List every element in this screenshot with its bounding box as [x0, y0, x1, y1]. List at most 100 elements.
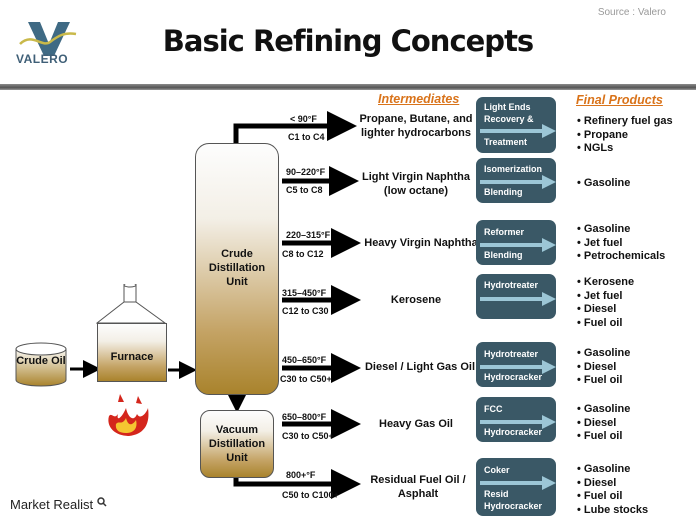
process-box-light-ends: Light Ends Recovery & Treatment — [476, 97, 556, 153]
stream-4-carbon: C12 to C30 — [282, 306, 329, 316]
product-item: Diesel — [577, 477, 648, 491]
stream-2-intermediate: Light Virgin Naphtha (low octane) — [362, 171, 470, 197]
product-item: Diesel — [577, 303, 634, 317]
furnace-unit: Furnace — [97, 323, 167, 382]
stream-1-products: Refinery fuel gas Propane NGLs — [577, 115, 673, 156]
stream-3-intermediate: Heavy Virgin Naphtha — [364, 237, 478, 249]
furnace-label: Furnace — [110, 351, 154, 363]
process-2-line-1: Isomerization — [484, 164, 543, 174]
stream-2-products: Gasoline — [577, 177, 630, 191]
stream-1-intermediate: Propane, Butane, and lighter hydrocarbon… — [359, 113, 473, 139]
watermark-text: Market Realist — [10, 497, 94, 512]
stream-3-products: Gasoline Jet fuel Petrochemicals — [577, 223, 665, 264]
stream-5-temp: 450–650°F — [282, 355, 327, 365]
stream-2-carbon: C5 to C8 — [286, 185, 323, 195]
arrow-stream-1 — [233, 111, 357, 143]
product-item: Gasoline — [577, 223, 665, 237]
product-item: Fuel oil — [577, 374, 630, 388]
product-item: Fuel oil — [577, 430, 630, 444]
vdu-label-line-2: Distillation — [208, 438, 266, 450]
stream-6-temp: 650–800°F — [282, 412, 327, 422]
process-7-line-1: Coker — [484, 465, 510, 475]
process-4-line-1: Hydrotreater — [484, 280, 539, 290]
stream-7-products: Gasoline Diesel Fuel oil Lube stocks — [577, 463, 648, 517]
product-item: Fuel oil — [577, 317, 634, 331]
product-item: Diesel — [577, 361, 630, 375]
stream-5-carbon: C30 to C50+ — [280, 374, 332, 384]
process-7-line-3: Hydrocracker — [484, 501, 543, 511]
product-item: Lube stocks — [577, 504, 648, 518]
crude-distillation-unit: Crude Distillation Unit — [195, 143, 279, 395]
stream-5-intermediate: Diesel / Light Gas Oil — [364, 361, 476, 373]
process-box-fcc-hydrocracker: FCC Hydrocracker — [476, 397, 556, 442]
process-arrow-icon — [480, 476, 556, 490]
stream-7-intermediate: Residual Fuel Oil / Asphalt — [370, 474, 466, 500]
process-3-line-2: Blending — [484, 250, 523, 260]
process-6-line-2: Hydrocracker — [484, 427, 543, 437]
vacuum-distillation-unit: Vacuum Distillation Unit — [200, 410, 274, 478]
process-5-line-1: Hydrotreater — [484, 349, 539, 359]
process-1-line-2: Recovery & — [484, 114, 534, 124]
valero-logo-icon — [14, 18, 84, 66]
process-1-line-1: Light Ends — [484, 102, 531, 112]
product-item: Kerosene — [577, 276, 634, 290]
product-item: Gasoline — [577, 403, 630, 417]
process-arrow-icon — [480, 360, 556, 374]
stream-1-carbon: C1 to C4 — [288, 132, 325, 142]
product-item: Refinery fuel gas — [577, 115, 673, 129]
product-item: Propane — [577, 129, 673, 143]
stream-7-temp: 800+°F — [286, 470, 316, 480]
stream-7-carbon: C50 to C100+ — [282, 490, 339, 500]
process-box-coker: Coker Resid Hydrocracker — [476, 458, 556, 516]
stream-6-products: Gasoline Diesel Fuel oil — [577, 403, 630, 444]
process-box-reformer: Reformer Blending — [476, 220, 556, 265]
stream-5-products: Gasoline Diesel Fuel oil — [577, 347, 630, 388]
cdu-label-line-3: Unit — [226, 276, 248, 288]
stream-6-carbon: C30 to C50+ — [282, 431, 334, 441]
process-2-line-2: Blending — [484, 187, 523, 197]
source-label: Source : Valero — [597, 7, 666, 18]
stream-3-temp: 220–315°F — [286, 230, 331, 240]
process-6-line-1: FCC — [484, 404, 503, 414]
process-arrow-icon — [480, 292, 556, 306]
product-item: Gasoline — [577, 177, 630, 191]
process-box-hydrotreater: Hydrotreater — [476, 274, 556, 319]
process-3-line-1: Reformer — [484, 227, 525, 237]
intermediates-header: Intermediates — [378, 92, 460, 106]
cdu-label-line-2: Distillation — [208, 262, 266, 274]
crude-oil-label: Crude Oil — [16, 355, 66, 367]
process-1-line-3: Treatment — [484, 137, 528, 147]
flame-icon — [108, 394, 149, 436]
stream-2-temp: 90–220°F — [286, 167, 326, 177]
cdu-label-line-1: Crude — [221, 248, 253, 260]
stream-6-intermediate: Heavy Gas Oil — [379, 418, 453, 430]
product-item: Fuel oil — [577, 490, 648, 504]
page-title: Basic Refining Concepts — [162, 24, 534, 58]
process-7-line-2: Resid — [484, 489, 509, 499]
product-item: Petrochemicals — [577, 250, 665, 264]
process-arrow-icon — [480, 124, 556, 138]
stream-3-carbon: C8 to C12 — [282, 249, 324, 259]
product-item: Gasoline — [577, 463, 648, 477]
product-item: Diesel — [577, 417, 630, 431]
final-products-header: Final Products — [576, 93, 663, 107]
arrow-stream-7 — [233, 469, 361, 499]
vdu-label-line-1: Vacuum — [215, 424, 259, 436]
header-divider — [0, 84, 696, 90]
process-arrow-icon — [480, 175, 556, 189]
process-arrow-icon — [480, 238, 556, 252]
vdu-label-line-3: Unit — [226, 452, 248, 464]
product-item: Gasoline — [577, 347, 630, 361]
process-5-line-2: Hydrocracker — [484, 372, 543, 382]
product-item: Jet fuel — [577, 290, 634, 304]
logo-text: VALERO — [16, 52, 69, 66]
magnifier-icon — [96, 497, 107, 507]
stream-1-temp: < 90°F — [290, 114, 317, 124]
furnace-stack — [96, 284, 166, 324]
process-arrow-icon — [480, 415, 556, 429]
product-item: Jet fuel — [577, 237, 665, 251]
crude-oil-tank: Crude Oil — [15, 342, 67, 387]
product-item: NGLs — [577, 142, 673, 156]
process-box-isomerization: Isomerization Blending — [476, 158, 556, 203]
